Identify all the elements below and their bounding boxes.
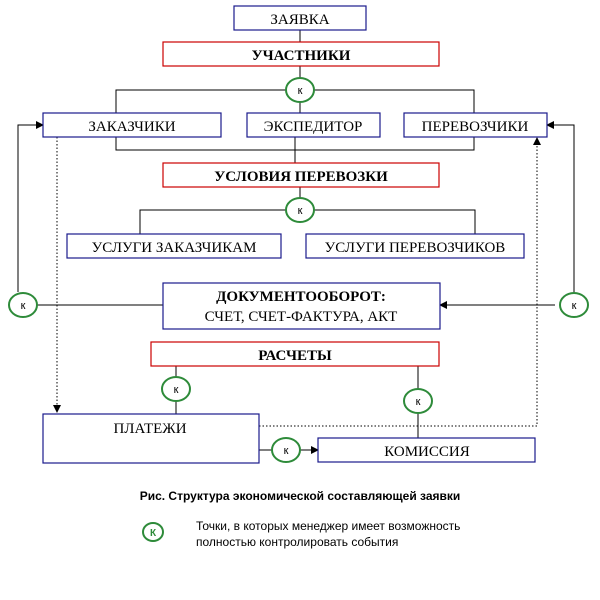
box-participants: УЧАСТНИКИ	[162, 41, 440, 67]
legend-control-icon-label: К	[150, 528, 157, 539]
control-point-commission: к	[403, 388, 433, 414]
control-point-right: к	[559, 292, 589, 318]
box-participants-label: УЧАСТНИКИ	[252, 48, 351, 64]
control-point-payments-label: к	[174, 384, 179, 396]
legend-line2: полностью контролировать события	[196, 535, 398, 549]
box-document-flow: ДОКУМЕНТООБОРОТ: СЧЕТ, СЧЕТ-ФАКТУРА, АКТ	[162, 282, 441, 330]
control-point-left: к	[8, 292, 38, 318]
control-point-commission-label: к	[416, 396, 421, 408]
box-document-flow-line1: ДОКУМЕНТООБОРОТ:	[216, 289, 386, 305]
box-document-flow-line2: СЧЕТ, СЧЕТ-ФАКТУРА, АКТ	[205, 309, 398, 325]
box-commission: КОМИССИЯ	[317, 437, 536, 463]
control-point-payments: к	[161, 376, 191, 402]
box-customer-services-label: УСЛУГИ ЗАКАЗЧИКАМ	[92, 240, 257, 256]
dotted-connectors	[53, 137, 541, 427]
control-point-conditions-label: к	[298, 205, 303, 217]
box-customer-services: УСЛУГИ ЗАКАЗЧИКАМ	[66, 233, 282, 259]
box-carrier-services: УСЛУГИ ПЕРЕВОЗЧИКОВ	[305, 233, 525, 259]
legend-line1: Точки, в которых менеджер имеет возможно…	[196, 519, 460, 533]
box-forwarder-label: ЭКСПЕДИТОР	[264, 119, 363, 135]
box-transport-conditions: УСЛОВИЯ ПЕРЕВОЗКИ	[162, 162, 440, 188]
box-carriers: ПЕРЕВОЗЧИКИ	[403, 112, 548, 138]
control-point-transfer-label: к	[284, 445, 289, 457]
control-point-conditions: к	[285, 197, 315, 223]
legend-control-icon: К	[142, 522, 164, 542]
box-carriers-label: ПЕРЕВОЗЧИКИ	[422, 119, 529, 135]
box-customers: ЗАКАЗЧИКИ	[42, 112, 222, 138]
box-payments: ПЛАТЕЖИ	[42, 413, 260, 464]
box-settlements: РАСЧЕТЫ	[150, 341, 440, 367]
box-customers-label: ЗАКАЗЧИКИ	[88, 119, 175, 135]
figure-caption: Рис. Структура экономической составляюще…	[140, 489, 461, 503]
box-forwarder: ЭКСПЕДИТОР	[246, 112, 381, 138]
control-point-left-label: к	[21, 300, 26, 312]
legend: К Точки, в которых менеджер имеет возмож…	[142, 519, 460, 549]
box-payments-label: ПЛАТЕЖИ	[113, 421, 186, 437]
control-point-right-label: к	[572, 300, 577, 312]
control-point-participants: к	[285, 77, 315, 103]
box-request: ЗАЯВКА	[233, 5, 367, 31]
box-commission-label: КОМИССИЯ	[384, 444, 469, 460]
box-request-label: ЗАЯВКА	[270, 12, 329, 28]
control-point-participants-label: к	[298, 85, 303, 97]
box-settlements-label: РАСЧЕТЫ	[258, 348, 332, 364]
box-carrier-services-label: УСЛУГИ ПЕРЕВОЗЧИКОВ	[325, 240, 506, 256]
box-transport-conditions-label: УСЛОВИЯ ПЕРЕВОЗКИ	[214, 169, 388, 185]
control-point-transfer: к	[271, 437, 301, 463]
